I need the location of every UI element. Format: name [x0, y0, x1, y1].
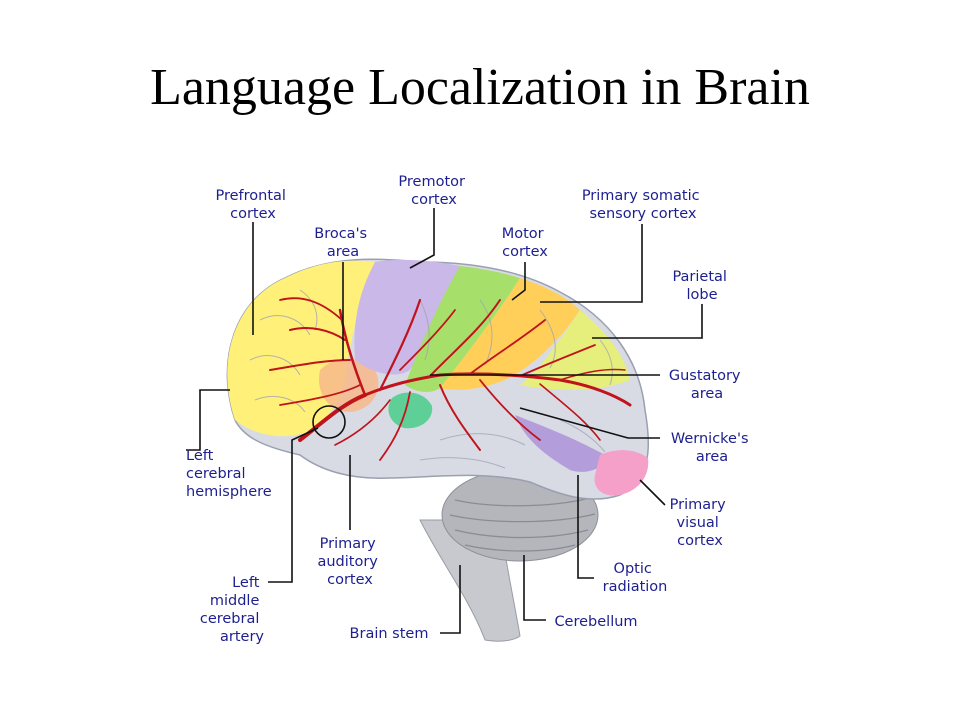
label-brain-stem: Brain stem [350, 626, 429, 642]
label-cerebellum: Cerebellum [554, 614, 637, 630]
label-wernickes-area: Wernicke's area [671, 431, 753, 465]
visual-region [595, 450, 649, 496]
label-gustatory-area: Gustatory area [669, 368, 745, 402]
label-primary-visual-cortex: Primary visual cortex [670, 497, 731, 549]
label-left-cerebral-hemisphere: Left cerebral hemisphere [186, 448, 272, 500]
label-primary-auditory-cortex: Primary auditory cortex [317, 536, 382, 588]
label-left-middle-cerebral-artery: Left middle cerebral artery [200, 575, 265, 645]
label-prefrontal-cortex: Prefrontal cortex [215, 188, 290, 222]
label-premotor-cortex: Premotor cortex [398, 174, 469, 208]
brain-illustration [227, 259, 648, 641]
label-brocas-area: Broca's area [314, 226, 371, 260]
label-primary-somatic-sensory-cortex: Primary somatic sensory cortex [582, 188, 704, 222]
label-parietal-lobe: Parietal lobe [672, 269, 731, 303]
label-optic-radiation: Optic radiation [603, 561, 668, 595]
label-motor-cortex: Motor cortex [502, 226, 549, 260]
